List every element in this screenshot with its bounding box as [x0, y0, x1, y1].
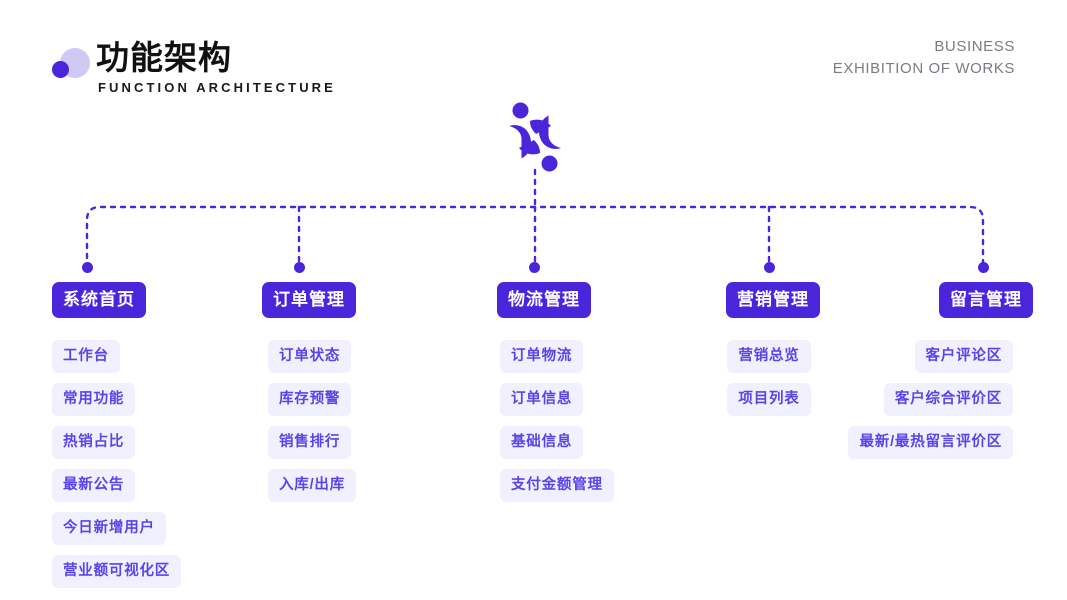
branch-node-dot [529, 262, 540, 273]
list-item[interactable]: 客户评论区 [914, 340, 1013, 373]
overlapping-circles-logo-icon [48, 46, 92, 86]
branch-node-dot [978, 262, 989, 273]
branch-node-dot [82, 262, 93, 273]
list-item[interactable]: 订单信息 [500, 383, 584, 416]
branch-header-5[interactable]: 留言管理 [939, 282, 1033, 318]
list-item[interactable]: 最新/最热留言评价区 [848, 426, 1013, 459]
list-item[interactable]: 支付金额管理 [500, 469, 614, 502]
branch-node-dot [764, 262, 775, 273]
branch-items-1: 工作台 常用功能 热销占比 最新公告 今日新增用户 营业额可视化区 [52, 340, 182, 588]
branch-header-3[interactable]: 物流管理 [497, 282, 591, 318]
list-item[interactable]: 基础信息 [500, 426, 584, 459]
list-item[interactable]: 项目列表 [727, 383, 811, 416]
logo-circle-small [52, 61, 69, 78]
list-item[interactable]: 订单状态 [268, 340, 352, 373]
people-rotation-brand-icon [497, 101, 573, 173]
branch-header-2[interactable]: 订单管理 [262, 282, 356, 318]
list-item[interactable]: 客户综合评价区 [883, 383, 1013, 416]
list-item[interactable]: 入库/出库 [268, 469, 357, 502]
list-item[interactable]: 常用功能 [52, 383, 136, 416]
branch-header-4[interactable]: 营销管理 [726, 282, 820, 318]
branch-items-3: 订单物流 订单信息 基础信息 支付金额管理 [500, 340, 614, 502]
page-subtitle: FUNCTION ARCHITECTURE [98, 80, 336, 95]
header-logo: 功能架构 FUNCTION ARCHITECTURE [48, 38, 348, 108]
branch-items-2: 订单状态 库存预警 销售排行 入库/出库 [268, 340, 357, 502]
list-item[interactable]: 今日新增用户 [52, 512, 166, 545]
list-item[interactable]: 工作台 [52, 340, 120, 373]
list-item[interactable]: 销售排行 [268, 426, 352, 459]
list-item[interactable]: 营销总览 [727, 340, 811, 373]
page-title: 功能架构 [96, 39, 232, 76]
branch-header-1[interactable]: 系统首页 [52, 282, 146, 318]
list-item[interactable]: 库存预警 [268, 383, 352, 416]
list-item[interactable]: 营业额可视化区 [52, 555, 182, 588]
branch-items-5: 客户评论区 客户综合评价区 最新/最热留言评价区 [848, 340, 1013, 459]
list-item[interactable]: 热销占比 [52, 426, 136, 459]
branch-node-dot [294, 262, 305, 273]
header-tagline: BUSINESS EXHIBITION OF WORKS [833, 36, 1015, 80]
header-tagline-line1: BUSINESS [934, 38, 1015, 55]
branch-items-4: 营销总览 项目列表 [726, 340, 812, 416]
list-item[interactable]: 最新公告 [52, 469, 136, 502]
header-tagline-line2: EXHIBITION OF WORKS [832, 60, 1015, 77]
list-item[interactable]: 订单物流 [500, 340, 584, 373]
